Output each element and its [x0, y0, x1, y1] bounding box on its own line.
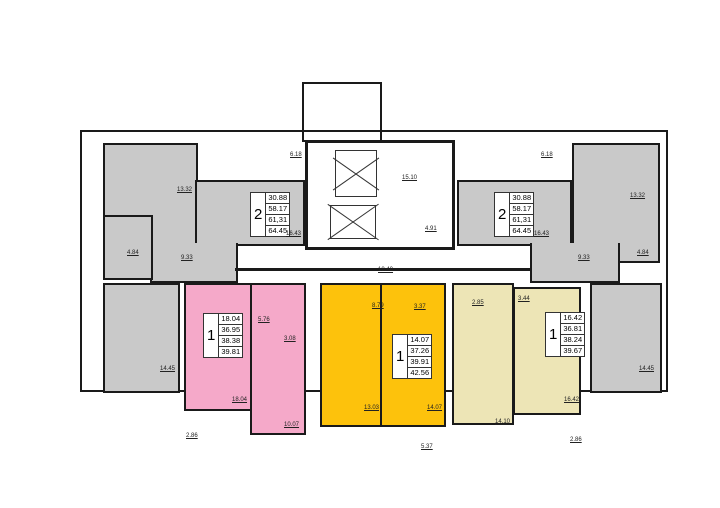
room-area-label: 9.33 — [181, 255, 193, 261]
room-area-label: 16.43 — [534, 231, 550, 237]
room-area-label: 16.42 — [564, 397, 580, 403]
room-area-label: 2.85 — [472, 300, 484, 306]
staircase — [335, 150, 377, 197]
room-area-label: 18.40 — [378, 267, 394, 273]
room-area-label: 6.18 — [290, 152, 302, 158]
room-area-label: 10.07 — [284, 422, 300, 428]
room-area-label: 14.45 — [639, 366, 655, 372]
stair-core — [305, 140, 455, 250]
beige-kitchen — [452, 283, 514, 425]
pink-kitchen — [250, 283, 306, 435]
left-bath — [103, 215, 153, 280]
room-area-label: 2.86 — [570, 437, 582, 443]
room-area-label: 9.33 — [578, 255, 590, 261]
room-area-label: 3.44 — [518, 296, 530, 302]
room-area-label: 2.86 — [186, 433, 198, 439]
elevator-shaft — [330, 205, 376, 239]
room-area-label: 6.18 — [541, 152, 553, 158]
room-area-label: 14.45 — [160, 366, 176, 372]
room-area-label: 3.08 — [284, 336, 296, 342]
room-area-label: 18.04 — [232, 397, 248, 403]
left-hall — [150, 243, 238, 283]
corridor-wall — [235, 268, 530, 271]
yellow-kitchen — [320, 283, 382, 427]
room-area-label: 8.79 — [372, 303, 384, 309]
right-bedroom — [590, 283, 662, 393]
left-bedroom — [103, 283, 180, 393]
room-area-label: 15.10 — [402, 175, 418, 181]
room-area-label: 13.32 — [630, 193, 646, 199]
room-area-label: 13.32 — [177, 187, 193, 193]
room-area-label: 5.37 — [421, 444, 433, 450]
top-balcony — [302, 82, 382, 142]
room-area-label: 13.03 — [364, 405, 380, 411]
room-area-label: 5.76 — [258, 317, 270, 323]
right-hall — [530, 243, 620, 283]
room-area-label: 4.91 — [425, 226, 437, 232]
room-area-label: 4.84 — [127, 250, 139, 256]
room-area-label: 14.10 — [495, 419, 511, 425]
room-area-label: 3.37 — [414, 304, 426, 310]
room-area-label: 16.43 — [286, 231, 302, 237]
room-area-label: 4.84 — [637, 250, 649, 256]
room-area-label: 14.07 — [427, 405, 443, 411]
